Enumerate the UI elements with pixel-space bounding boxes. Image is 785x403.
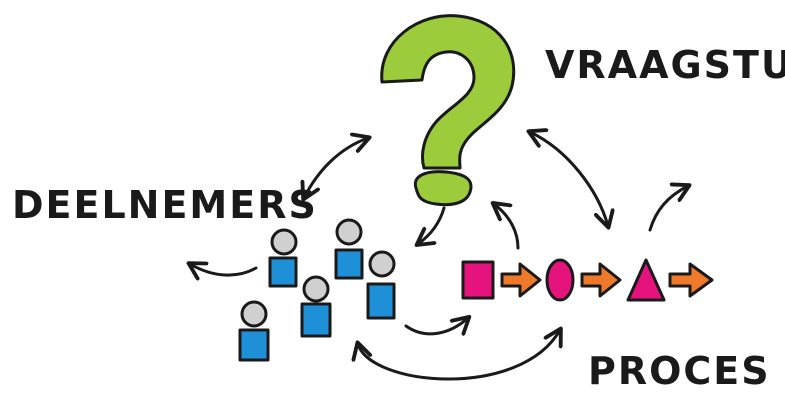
question-label: VRAAGSTUK [545,43,785,87]
arrow-process-people-loop [358,330,560,381]
arrow-icon [580,262,622,298]
person-icon [268,228,298,288]
oval-shape-icon [545,258,575,302]
arrow-question-process [530,132,608,226]
square-shape-icon [461,260,495,300]
process-label: PROCES [588,349,771,393]
person-icon [366,250,396,320]
question-mark-icon [380,14,516,207]
person-icon [300,275,332,338]
arrow-question-participants [304,138,368,198]
person-icon [238,300,270,362]
process-flow [461,258,714,302]
participants-label: DEELNEMERS [12,183,318,227]
arrow-process-to-question [494,204,520,250]
person-icon [334,218,364,280]
arrow-out-left [190,264,258,275]
arrow-question-to-people [418,206,446,244]
participants-group [238,218,396,362]
arrow-icon [668,262,714,298]
arrow-icon [500,262,542,298]
triangle-shape-icon [626,258,666,302]
arrow-out-right [648,186,688,232]
arrow-people-to-process [404,318,468,334]
